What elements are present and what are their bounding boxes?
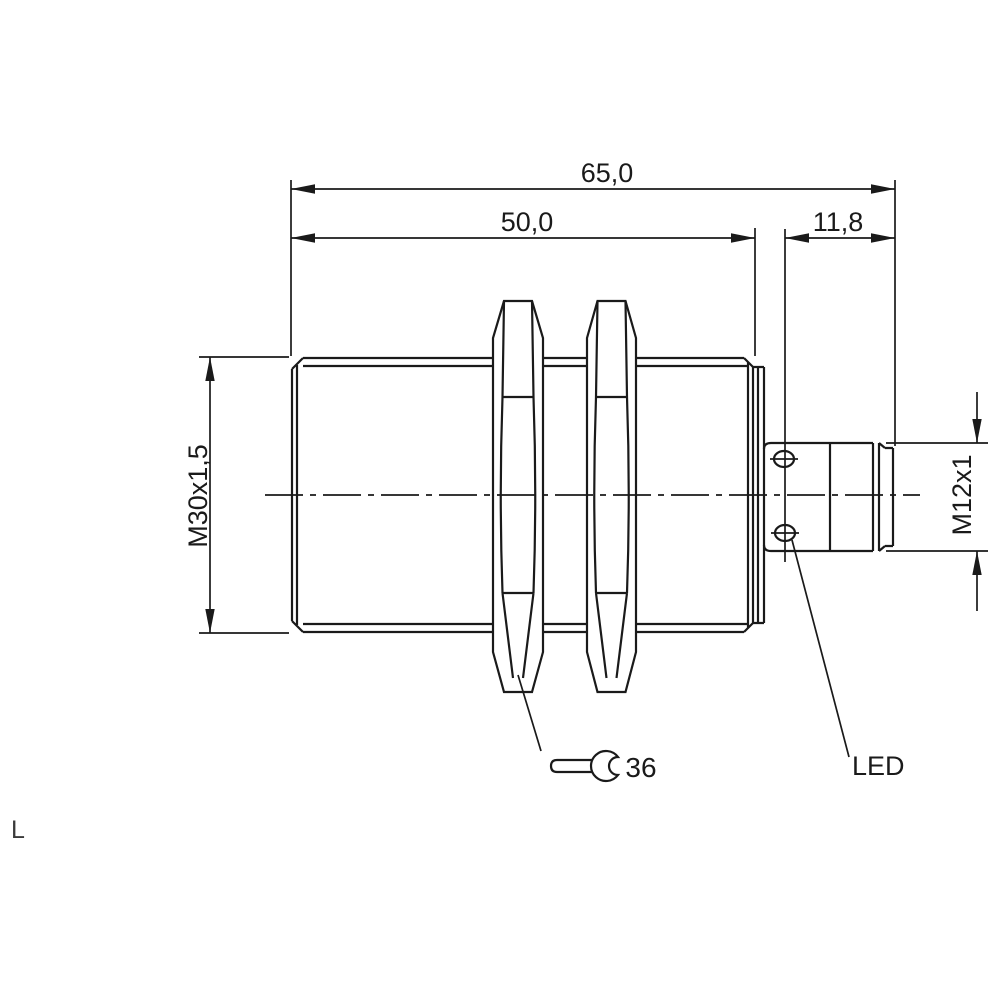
arrowhead-top <box>972 419 982 443</box>
led-callout: LED <box>791 539 905 781</box>
barrel-front-face <box>290 357 304 633</box>
dimension-value-overall: 65,0 <box>581 158 634 188</box>
corner-mark: L <box>11 816 25 844</box>
wrench-head <box>589 749 621 783</box>
arrowhead-left <box>291 233 315 243</box>
arrowhead-right <box>871 184 895 194</box>
wrench-callout: 36 <box>517 674 657 783</box>
housing-outline <box>762 441 832 553</box>
connector-outline <box>830 441 895 553</box>
rear-housing <box>762 441 832 553</box>
sensor-barrel <box>290 356 766 634</box>
arrowhead-bottom <box>972 551 982 575</box>
arrowhead-left <box>785 233 809 243</box>
barrel-step-ring <box>753 365 766 625</box>
extension-lines <box>199 180 988 634</box>
led-indicator-bottom <box>771 523 799 543</box>
m12-connector <box>830 441 895 553</box>
wrench-icon <box>549 749 621 783</box>
dimension-connector-length: 11,8 <box>785 207 895 243</box>
dimension-connector-thread: M12x1 <box>947 392 982 611</box>
dimension-value-barrel: 50,0 <box>501 207 554 237</box>
barrel-rear-face <box>743 357 755 633</box>
led-label: LED <box>852 751 905 781</box>
arrowhead-left <box>291 184 315 194</box>
nut-outline <box>585 299 638 694</box>
arrowhead-right <box>731 233 755 243</box>
dimension-value-connector: 11,8 <box>813 207 864 237</box>
dimension-overall-length: 65,0 <box>291 158 895 194</box>
arrowhead-top <box>205 357 215 381</box>
hex-nut-1 <box>491 299 545 694</box>
wrench-size-value: 36 <box>625 752 656 783</box>
hex-nut-2 <box>585 299 638 694</box>
dimension-barrel-thread: M30x1,5 <box>183 357 215 633</box>
arrowhead-right <box>871 233 895 243</box>
arrowhead-bottom <box>205 609 215 633</box>
leader-line <box>517 674 542 752</box>
dimension-barrel-length: 50,0 <box>291 207 755 243</box>
dimension-value-m30: M30x1,5 <box>183 444 213 548</box>
led-indicator-top <box>770 449 798 469</box>
nut-outline <box>491 299 545 694</box>
dimension-value-m12: M12x1 <box>947 454 977 535</box>
leader-line <box>791 539 850 758</box>
